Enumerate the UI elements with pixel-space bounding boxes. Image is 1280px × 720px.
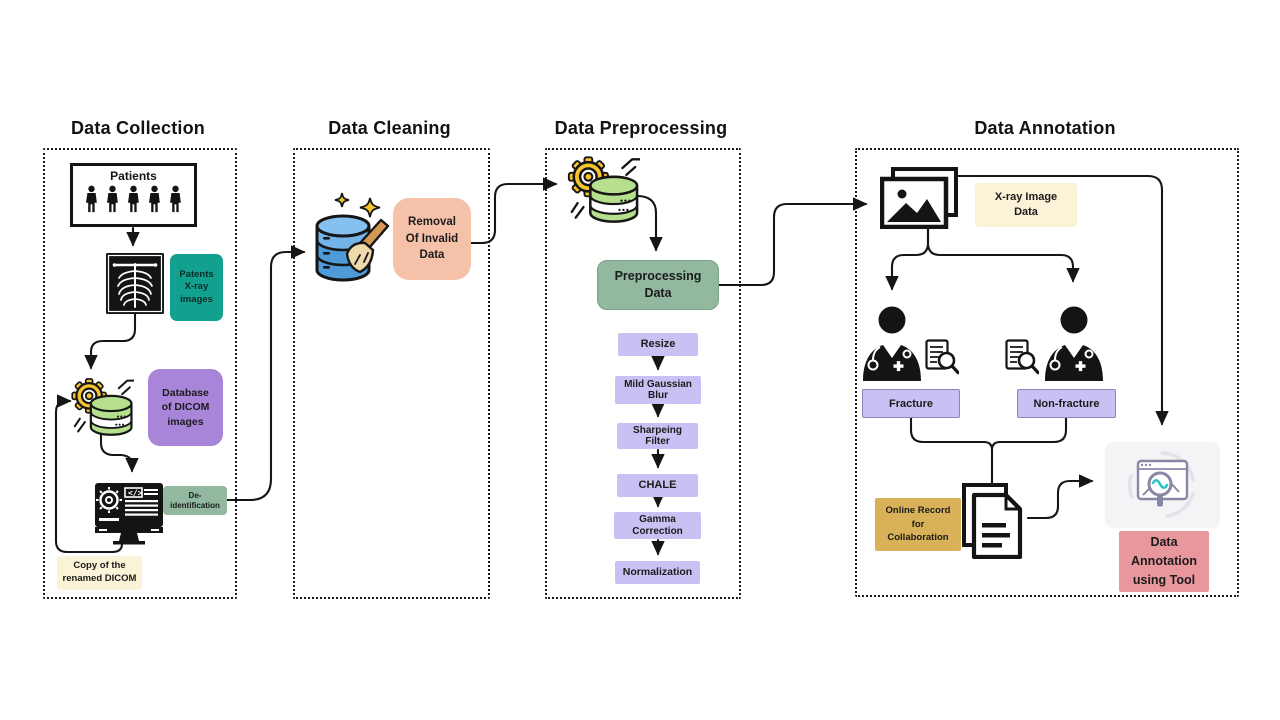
step-normalization: Normalization [615,561,700,584]
svg-text:</>: </> [128,489,143,498]
xray-image-data-label: X-ray Image Data [975,183,1077,227]
person-icon [128,185,139,213]
section-title-data-preprocessing: Data Preprocessing [554,118,728,138]
section-title-data-annotation: Data Annotation [974,118,1116,138]
step-chale: CHALE [617,474,698,497]
report-magnifier-icon [1005,339,1039,375]
records-documents-icon [962,483,1023,559]
xray-image-icon [106,253,164,314]
step-sharpening-filter: Sharpeing Filter [617,423,698,449]
doctor-icon [863,306,921,381]
person-icon [107,185,118,213]
preprocessing-data-label: Preprocessing Data [597,260,719,310]
section-title-data-collection: Data Collection [70,118,206,138]
doctor-icon [1045,306,1103,381]
annotation-tool-panel [1105,442,1220,528]
patients-xray-images-label: Patents X-ray images [170,254,223,321]
data-annotation-tool-label: Data Annotation using Tool [1119,531,1209,592]
copy-renamed-dicom-label: Copy of the renamed DICOM [57,556,142,590]
online-record-label: Online Record for Collaboration [875,498,961,551]
step-gamma-correction: Gamma Correction [614,512,701,539]
gear-database-icon [567,156,640,223]
person-icon [149,185,160,213]
person-icon [170,185,181,213]
dicom-database-label: Database of DICOM images [148,369,223,446]
xray-photos-icon [880,167,958,229]
step-resize: Resize [618,333,698,356]
computer-deidentification-icon: </> [95,483,163,545]
fracture-label: Fracture [862,389,960,418]
gear-database-icon [71,378,134,436]
annotation-tool-icon [1127,451,1195,518]
report-magnifier-icon [925,339,959,375]
removal-invalid-data-label: Removal Of Invalid Data [393,198,471,280]
section-data-annotation [855,148,1239,597]
database-cleaning-icon [315,192,390,282]
step-mild-gaussian-blur: Mild Gaussian Blur [615,376,701,404]
patients-group-icon [84,184,183,214]
patients-label: Patients [110,169,157,183]
person-icon [86,185,97,213]
section-title-data-cleaning: Data Cleaning [328,118,451,138]
non-fracture-label: Non-fracture [1017,389,1116,418]
section-data-preprocessing [545,148,741,599]
patients-box: Patients [70,163,197,227]
de-identification-label: De- identification [163,486,227,515]
